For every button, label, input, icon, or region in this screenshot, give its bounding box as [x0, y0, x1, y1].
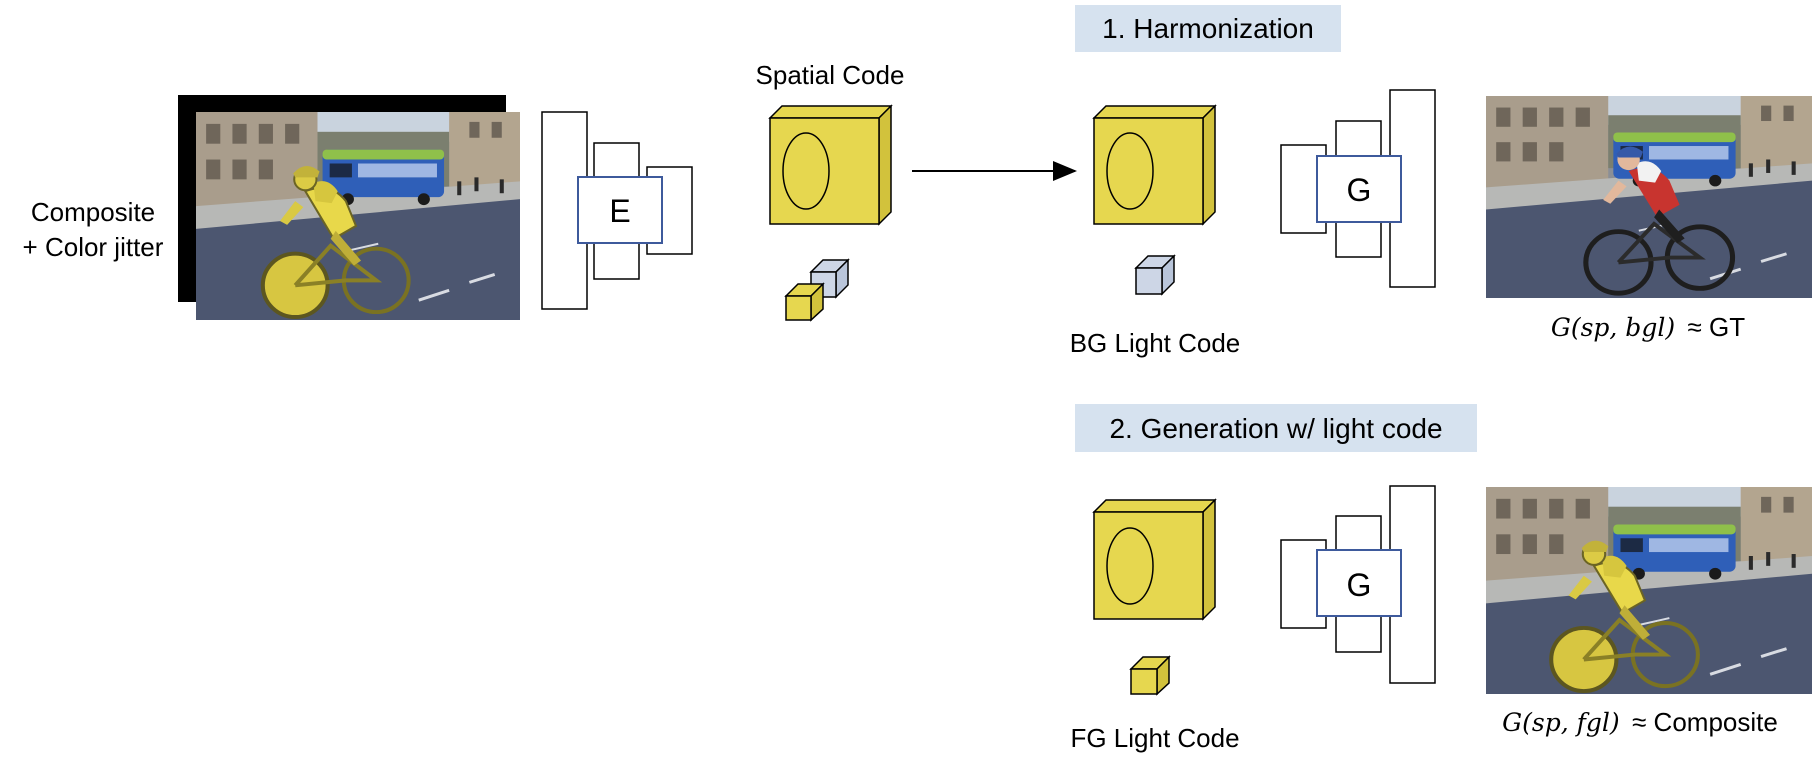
encoder-label: E	[609, 193, 630, 229]
branch-1-banner	[1075, 5, 1341, 52]
input-label-line1: Composite	[31, 197, 155, 227]
generator-2-label: G	[1347, 567, 1372, 603]
spatial-code-label: Spatial Code	[756, 60, 905, 90]
input-label: Composite + Color jitter	[23, 197, 164, 262]
output-1-caption: G(sp, bgl) ≈ GT	[1551, 312, 1745, 342]
branch-2-banner	[1075, 404, 1477, 452]
combined-light-code-cuboid	[784, 258, 850, 322]
generator-1-label: G	[1347, 172, 1372, 208]
branch-2-title: 2. Generation w/ light code	[1109, 413, 1442, 444]
output-1-approx: ≈ GT	[1688, 312, 1746, 342]
fg-light-code-cube	[1129, 655, 1171, 696]
spatial-code-cube	[768, 104, 893, 226]
input-label-line2: + Color jitter	[23, 232, 164, 262]
branch-1-spatial-code-cube	[1092, 104, 1217, 226]
encoder-module	[577, 176, 663, 244]
output-2-caption: G(sp, fgl) ≈ Composite	[1502, 707, 1778, 737]
generator-2: G	[1280, 485, 1436, 684]
input-photo	[196, 112, 520, 320]
branch-generation: 2. Generation w/ light code FG Light Cod…	[1070, 404, 1812, 753]
branch-1-title: 1. Harmonization	[1102, 13, 1314, 44]
output-2-image	[1486, 487, 1812, 694]
output-2-approx: ≈ Composite	[1632, 707, 1778, 737]
bg-light-code-label: BG Light Code	[1070, 328, 1241, 358]
output-1-image	[1486, 96, 1812, 298]
branch-harmonization: 1. Harmonization BG Light Code G G(sp, b…	[1070, 5, 1812, 358]
branch-2-spatial-code-cube	[1092, 498, 1217, 621]
output-1-formula: G(sp, bgl)	[1551, 313, 1675, 342]
generator-1-module	[1316, 155, 1402, 223]
output-2-formula: G(sp, fgl)	[1502, 708, 1619, 737]
encoder: E	[541, 111, 693, 310]
fg-light-code-label: FG Light Code	[1070, 723, 1239, 753]
generator-1: G	[1280, 89, 1436, 288]
bg-light-code-cube	[1134, 254, 1176, 296]
input-composite-image	[178, 95, 520, 320]
generator-2-module	[1316, 549, 1402, 617]
